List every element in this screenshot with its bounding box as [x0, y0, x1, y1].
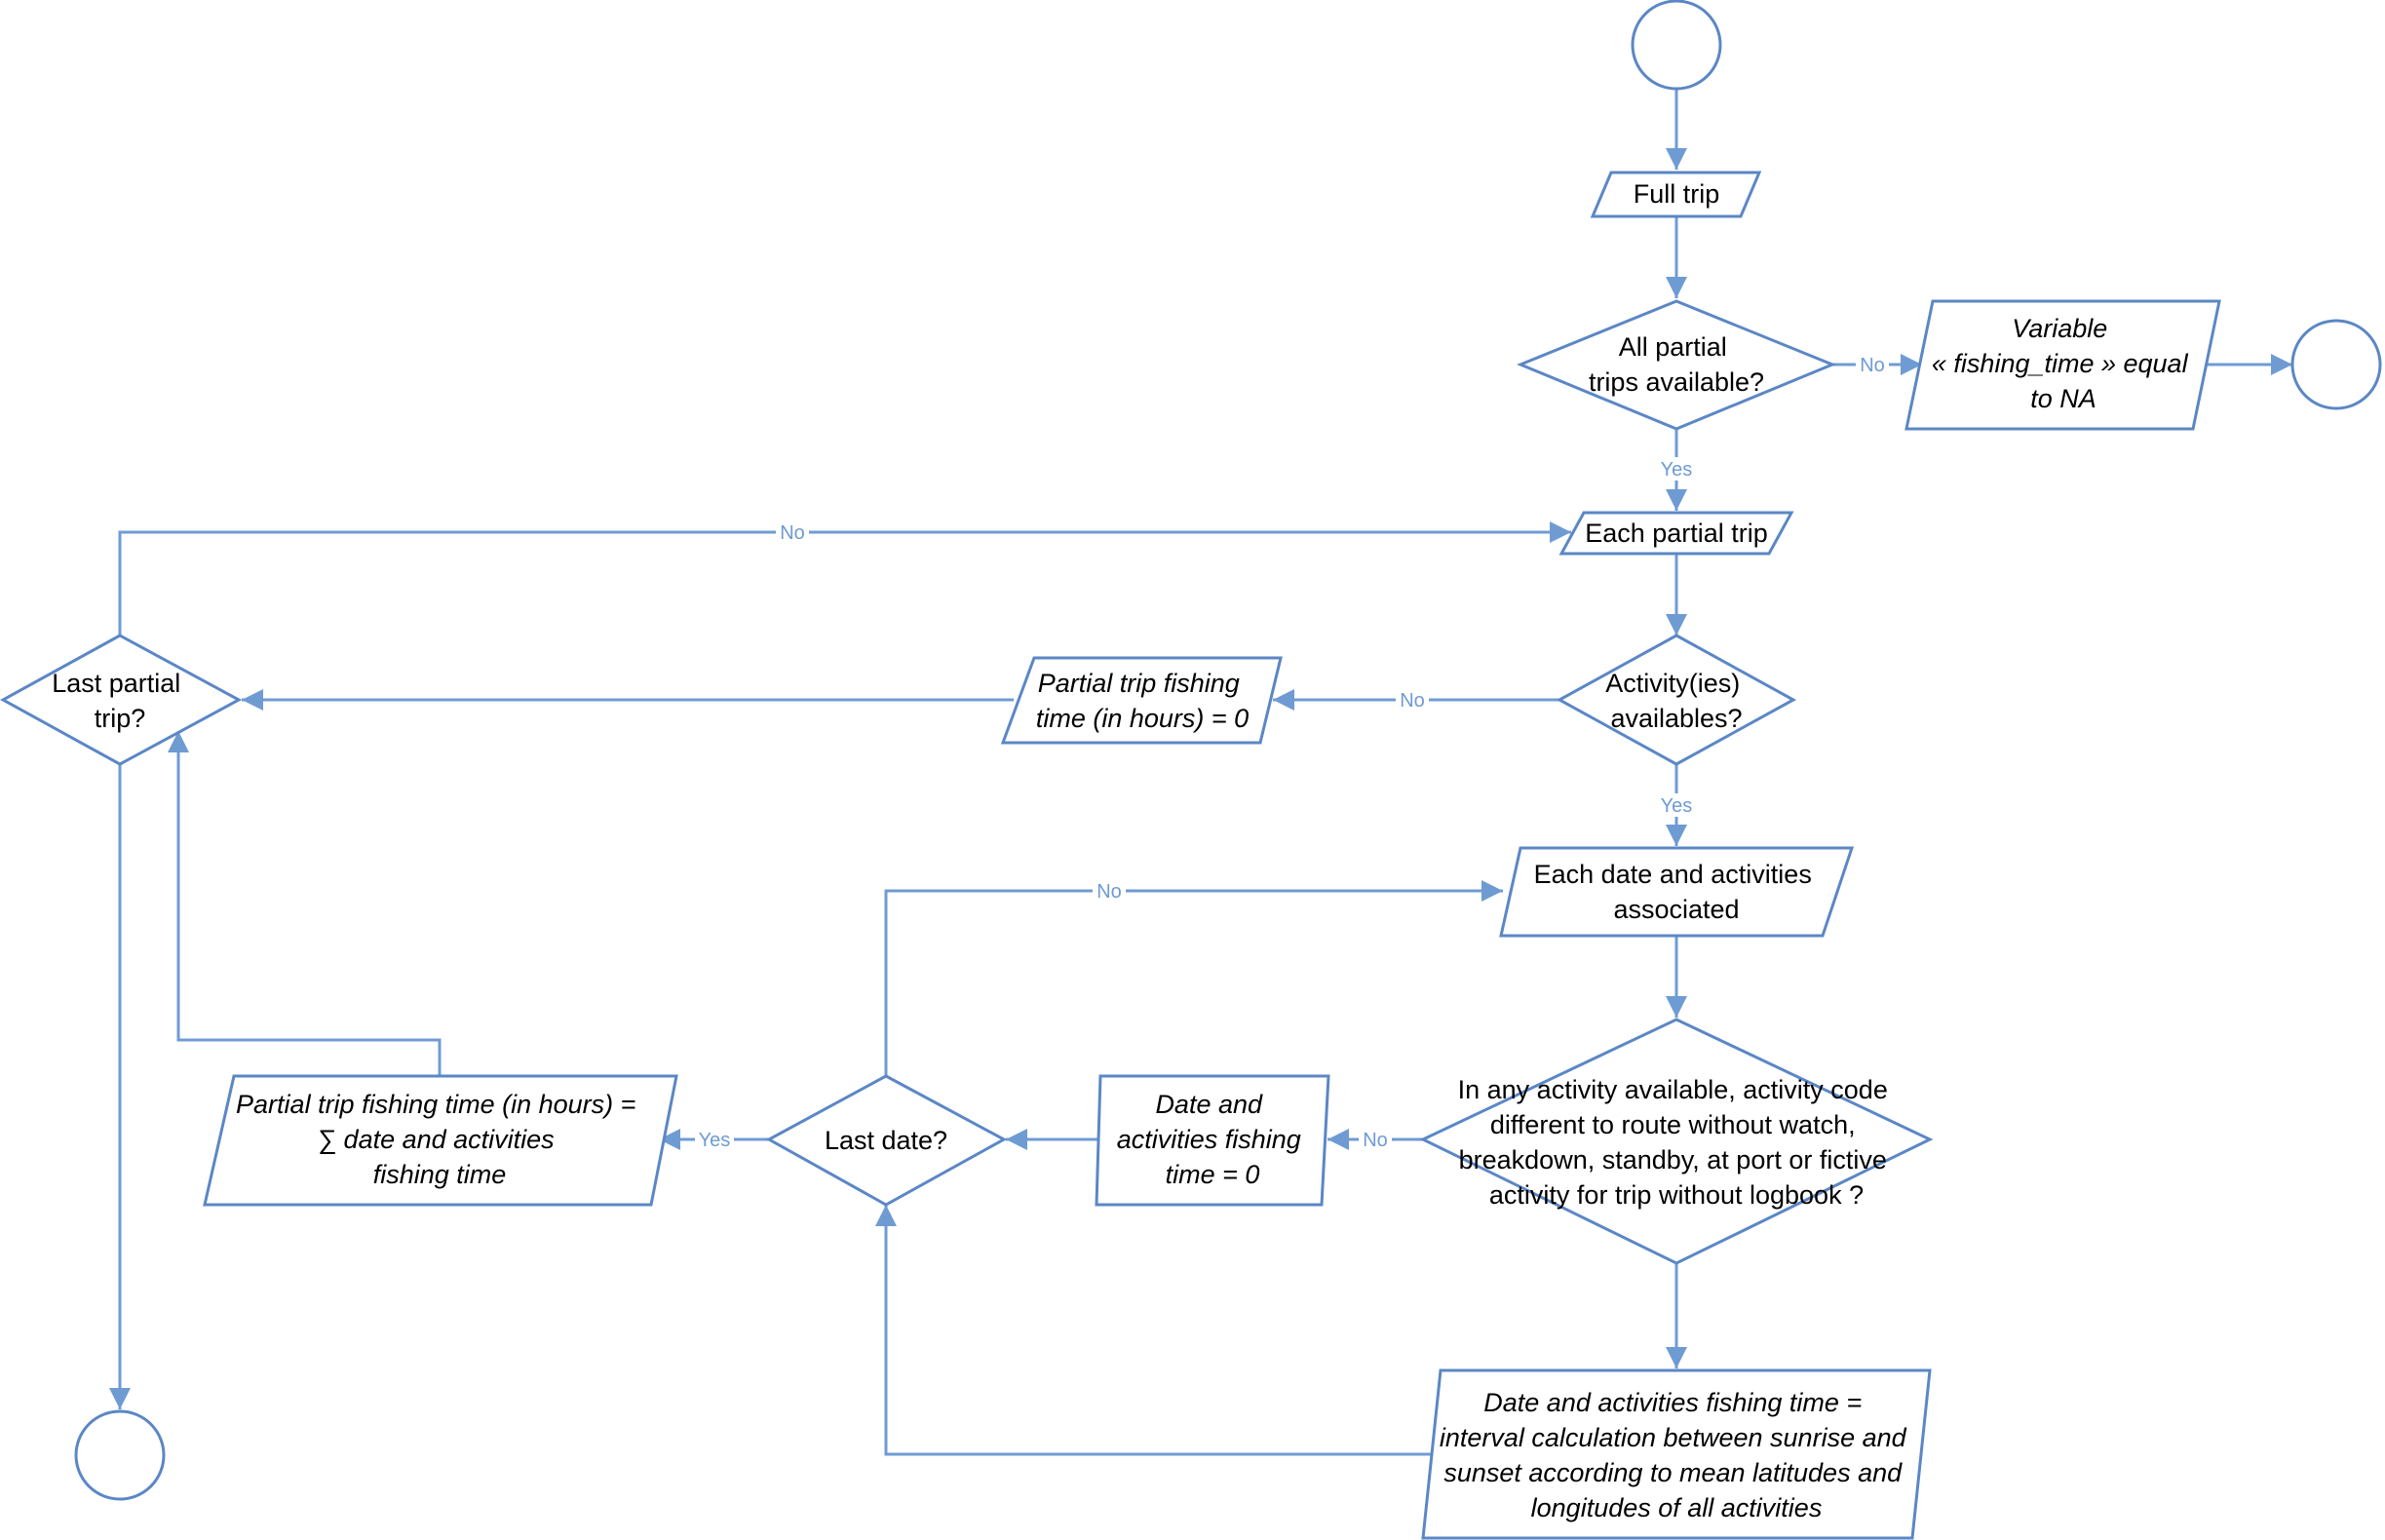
- label-activity-code-no: No: [1363, 1130, 1388, 1151]
- activities-decision: [1556, 634, 1797, 766]
- edge-partial-sum-to-last-partial: [168, 731, 442, 1076]
- interval-calc-line: longitudes of all activities: [1531, 1493, 1823, 1522]
- interval-calc-line: Date and activities fishing time =: [1483, 1388, 1862, 1417]
- edge-interval-to-last-date: [875, 1205, 1433, 1456]
- label-activities-no: No: [1400, 690, 1425, 712]
- last-partial-line: trip?: [95, 704, 146, 733]
- all-partial-decision: [1517, 299, 1836, 431]
- partial-sum-line: fishing time: [373, 1160, 507, 1189]
- interval-calc-node: [1421, 1368, 1932, 1540]
- partial-zero-line: Partial trip fishing: [1038, 669, 1240, 698]
- date-zero-node: [1095, 1074, 1330, 1207]
- activity-code-line: activity for trip without logbook ?: [1489, 1180, 1864, 1210]
- activity-code-line: breakdown, standby, at port or fictive: [1459, 1145, 1887, 1174]
- date-zero-label: Date and activities fishing time = 0: [1117, 1090, 1309, 1189]
- activity-code-line: different to route without watch,: [1490, 1110, 1856, 1139]
- partial-sum-line: ∑ date and activities: [318, 1125, 555, 1154]
- label-last-date-no: No: [1096, 881, 1122, 903]
- edge-last-partial-no: [118, 521, 1571, 635]
- fishing-na-line: to NA: [2030, 384, 2096, 413]
- activities-line: availables?: [1610, 704, 1742, 733]
- interval-calc-line: sunset according to mean latitudes and: [1443, 1458, 1903, 1487]
- all-partial-label: All partial trips available?: [1589, 332, 1764, 397]
- activities-label: Activity(ies) availables?: [1605, 669, 1748, 733]
- fishing-na-node: [1904, 299, 2221, 431]
- date-zero-line: Date and: [1155, 1090, 1263, 1119]
- partial-zero-line: time (in hours) = 0: [1036, 704, 1249, 733]
- activity-code-decision: [1419, 1018, 1934, 1265]
- edge-labels: No Yes No No Yes No No Yes: [695, 353, 1889, 1151]
- activity-code-label: In any activity available, activity code…: [1458, 1075, 1896, 1210]
- label-activities-yes: Yes: [1661, 795, 1693, 817]
- activities-line: Activity(ies): [1605, 669, 1740, 698]
- full-trip-node: [1590, 171, 1762, 218]
- each-partial-node: [1558, 511, 1794, 556]
- all-partial-line: trips available?: [1589, 367, 1764, 397]
- each-date-line: Each date and activities: [1534, 860, 1812, 889]
- edge-last-date-no: [884, 880, 1503, 1076]
- date-zero-line: activities fishing: [1117, 1125, 1301, 1154]
- full-trip-label: Full trip: [1634, 179, 1720, 209]
- last-partial-label: Last partial trip?: [52, 669, 188, 733]
- partial-sum-node: [203, 1074, 678, 1207]
- last-partial-line: Last partial: [52, 669, 180, 698]
- connectors: [109, 90, 2292, 1456]
- partial-sum-line: Partial trip fishing time (in hours) =: [236, 1090, 635, 1119]
- fishing-na-line: Variable: [2012, 314, 2107, 343]
- last-date-line: Last date?: [825, 1126, 947, 1155]
- all-partial-line: All partial: [1619, 332, 1727, 362]
- each-date-label: Each date and activities associated: [1534, 860, 1820, 924]
- label-all-partial-no: No: [1860, 355, 1885, 376]
- each-date-line: associated: [1613, 895, 1739, 924]
- last-partial-decision: [0, 634, 243, 766]
- last-date-decision: [765, 1074, 1008, 1207]
- each-partial-line: Each partial trip: [1585, 519, 1768, 548]
- each-date-node: [1499, 846, 1855, 938]
- last-date-label: Last date?: [825, 1126, 947, 1155]
- label-all-partial-yes: Yes: [1661, 459, 1693, 481]
- end-node-final: [74, 1409, 166, 1501]
- fishing-na-line: « fishing_time » equal: [1932, 349, 2189, 378]
- date-zero-line: time = 0: [1166, 1160, 1260, 1189]
- interval-calc-line: interval calculation between sunrise and: [1440, 1423, 1907, 1452]
- label-last-date-yes: Yes: [699, 1130, 731, 1151]
- full-trip-line: Full trip: [1634, 179, 1720, 209]
- activity-code-line: In any activity available, activity code: [1458, 1075, 1888, 1104]
- partial-sum-label: Partial trip fishing time (in hours) = ∑…: [236, 1090, 643, 1189]
- partial-zero-label: Partial trip fishing time (in hours) = 0: [1036, 669, 1249, 733]
- partial-zero-node: [1000, 656, 1283, 745]
- start-node: [1631, 0, 1722, 91]
- interval-calc-label: Date and activities fishing time = inter…: [1440, 1388, 1913, 1522]
- each-partial-label: Each partial trip: [1585, 519, 1768, 548]
- label-last-partial-no: No: [780, 522, 805, 544]
- fishing-na-label: Variable « fishing_time » equal to NA: [1932, 314, 2195, 413]
- end-node-na: [2290, 319, 2382, 410]
